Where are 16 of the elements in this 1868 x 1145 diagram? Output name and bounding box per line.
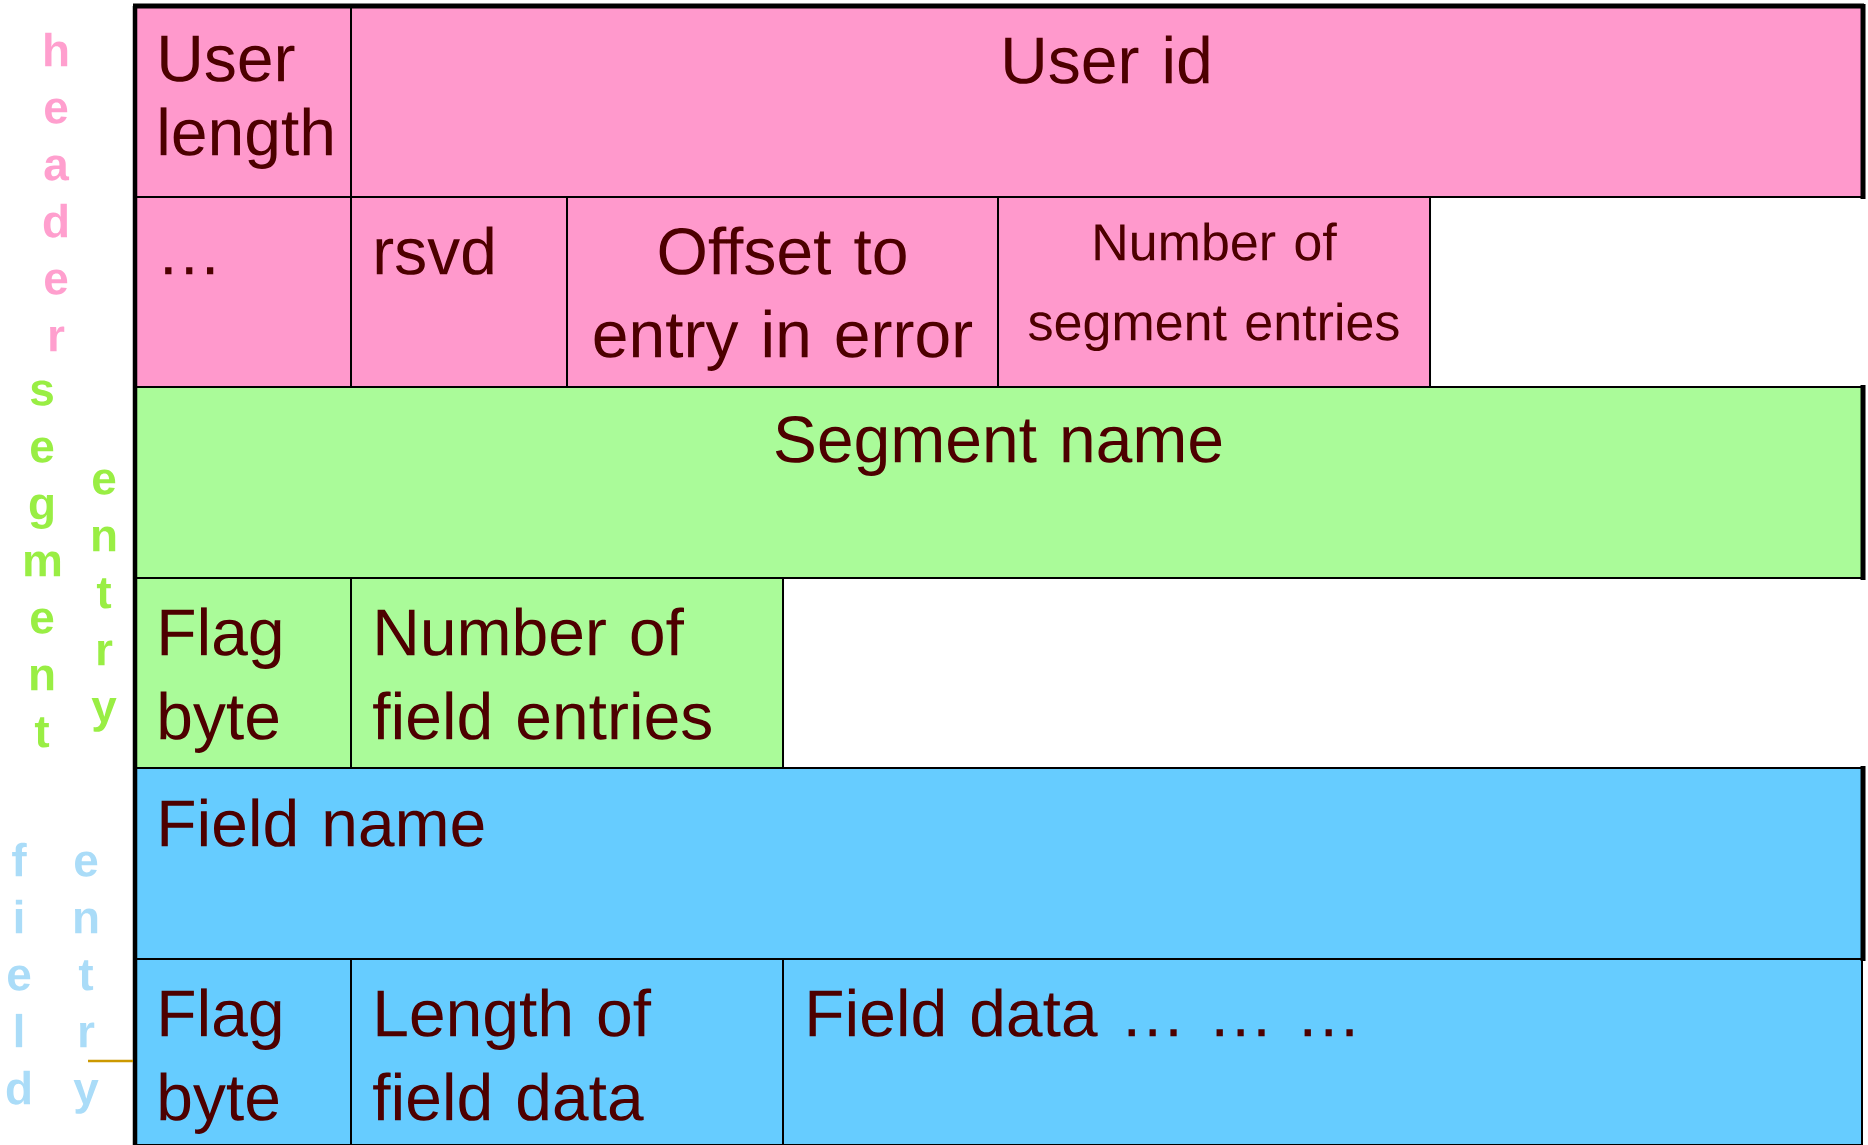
field-cell: Flag byte (134, 958, 352, 1145)
field-cell: rsvd (350, 196, 568, 388)
field-cell: … (134, 196, 352, 388)
vertical-label: header (43, 32, 70, 352)
node-label: Field data … … … (809, 988, 1353, 1037)
field-cell: Flag byte (134, 577, 352, 769)
vertical-label: entry (73, 851, 99, 1114)
vertical-label: field (6, 842, 31, 1105)
field-cell: User length (134, 5, 352, 198)
node-label: Flag byte (160, 988, 281, 1134)
field-cell: Number of segment entries (997, 196, 1431, 388)
field-cell: Offset to entry in error (566, 196, 999, 388)
field-cell: Number of field entries (350, 577, 784, 769)
node-label: Length of field data (373, 988, 652, 1121)
vertical-label: segment (25, 380, 61, 748)
vertical-label: entry (91, 469, 117, 732)
